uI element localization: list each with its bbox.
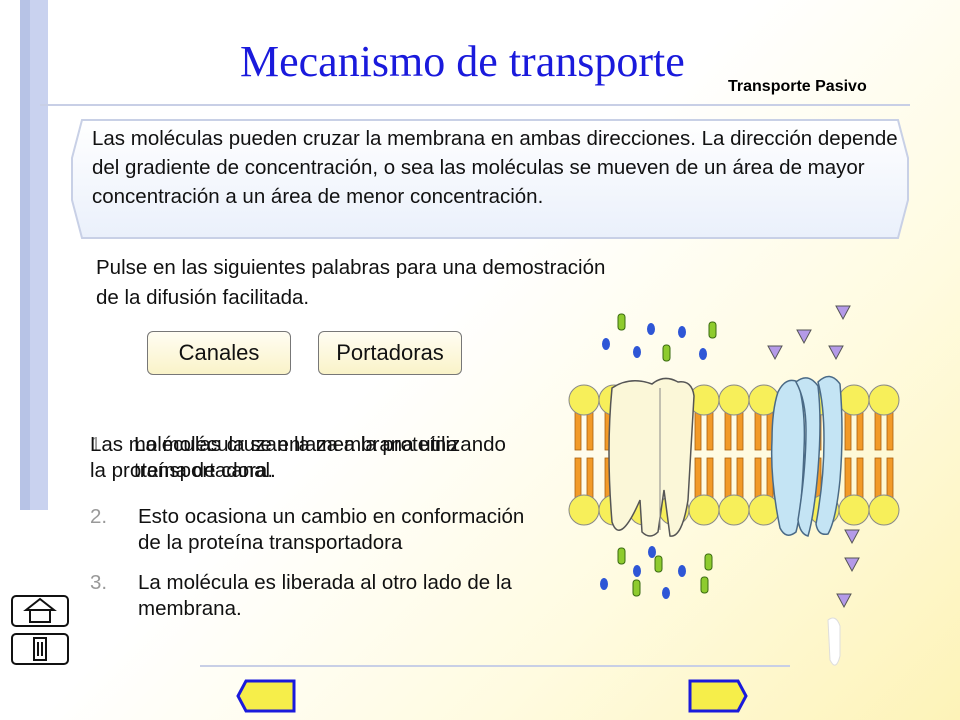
carrier-protein [770,375,843,537]
intro-text: Las moléculas pueden cruzar la membrana … [92,127,898,208]
membrane-illustration [568,305,900,666]
step-2-number: 2. [90,505,108,528]
forward-arrow-icon[interactable] [688,678,748,714]
step-3-number: 3. [90,571,108,594]
intro-box: Las moléculas pueden cruzar la membrana … [70,118,910,240]
portadoras-button[interactable]: Portadoras [318,331,462,375]
step-3-text: La molécula es liberada al otro lado de … [138,571,512,620]
top-molecules [602,305,851,405]
overlapping-captions: 1. Las moléculas cruzan la membrana util… [90,432,530,490]
caption-carrier: La molécula se enlaza a la proteína tran… [134,433,458,482]
slide-title: Mecanismo de transporte [240,37,685,86]
step-2: 2. Esto ocasiona un cambio en conformaci… [90,504,530,556]
white-blob [827,617,841,666]
footer-divider [200,665,790,667]
steps-list: 1. Las moléculas cruzan la membrana util… [90,432,530,622]
instruction-text: Pulse en las siguientes palabras para un… [96,256,606,309]
home-icon[interactable] [10,594,70,628]
step-2-text: Esto ocasiona un cambio en conformación … [138,505,525,554]
left-decor-bar [0,0,48,720]
step-1-number: 1. [90,433,108,456]
step-3: 3. La molécula es liberada al otro lado … [90,570,530,622]
caption-channel: Las moléculas cruzan la membrana utiliza… [90,433,506,482]
back-arrow-icon[interactable] [236,678,296,714]
info-icon[interactable] [10,632,70,666]
title-divider [40,104,910,106]
canales-button[interactable]: Canales [147,331,291,375]
bottom-molecules [600,529,860,609]
slide-subtitle: Transporte Pasivo [728,78,867,95]
channel-protein [608,377,695,537]
